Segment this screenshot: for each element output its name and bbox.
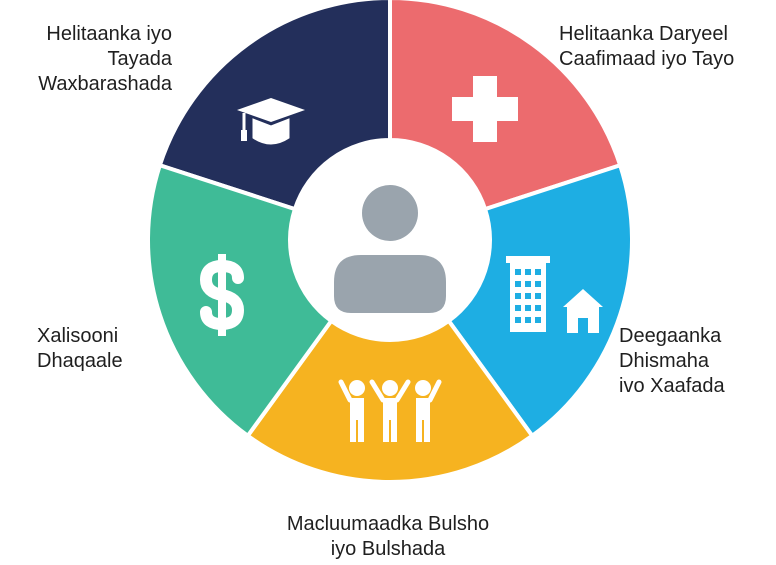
label-community-line-1: Macluumaadka Bulsho: [286, 513, 490, 535]
building-window: [515, 317, 521, 323]
label-housing-line-1: Deegaanka: [619, 325, 722, 347]
label-education: Helitaanka iyo Tayada Waxbarashada: [0, 22, 172, 97]
label-housing: Deegaanka Dhismaha ivo Xaafada: [619, 324, 725, 399]
label-health: Helitaanka Daryeel Caafimaad iyo Tayo: [559, 22, 734, 72]
building-window: [535, 305, 541, 311]
people-group-icon: [338, 379, 442, 442]
label-economic-line-2: Dhaqaale: [37, 350, 123, 372]
graduation-cap-icon: [237, 98, 305, 145]
building-windows: [515, 269, 588, 333]
building-window: [525, 269, 531, 275]
building-window: [525, 317, 531, 323]
building-window: [515, 293, 521, 299]
building-window: [515, 269, 521, 275]
label-community: Macluumaadka Bulsho iyo Bulshada: [0, 512, 776, 562]
building-window: [515, 305, 521, 311]
building-window: [525, 281, 531, 287]
building-window: [525, 305, 531, 311]
label-housing-line-2: Dhismaha: [619, 350, 710, 372]
label-education-line-2: Tayada: [107, 48, 173, 70]
building-window: [535, 281, 541, 287]
dollar-sign-icon: [199, 254, 245, 336]
label-community-line-2: iyo Bulshada: [330, 538, 446, 560]
label-education-line-1: Helitaanka iyo: [46, 23, 172, 45]
label-education-line-3: Waxbarashada: [38, 73, 172, 95]
building-window: [525, 293, 531, 299]
medical-cross-icon: [452, 76, 518, 142]
label-health-line-1: Helitaanka Daryeel: [559, 23, 728, 45]
building-window: [515, 281, 521, 287]
house-door: [578, 318, 588, 333]
label-economic: Xalisooni Dhaqaale: [37, 324, 123, 374]
building-window: [535, 269, 541, 275]
label-health-line-2: Caafimaad iyo Tayo: [559, 48, 735, 70]
label-housing-line-3: ivo Xaafada: [619, 375, 725, 397]
person-icon: [334, 185, 446, 313]
building-window: [535, 293, 541, 299]
label-economic-line-1: Xalisooni: [37, 325, 119, 347]
building-window: [535, 317, 541, 323]
